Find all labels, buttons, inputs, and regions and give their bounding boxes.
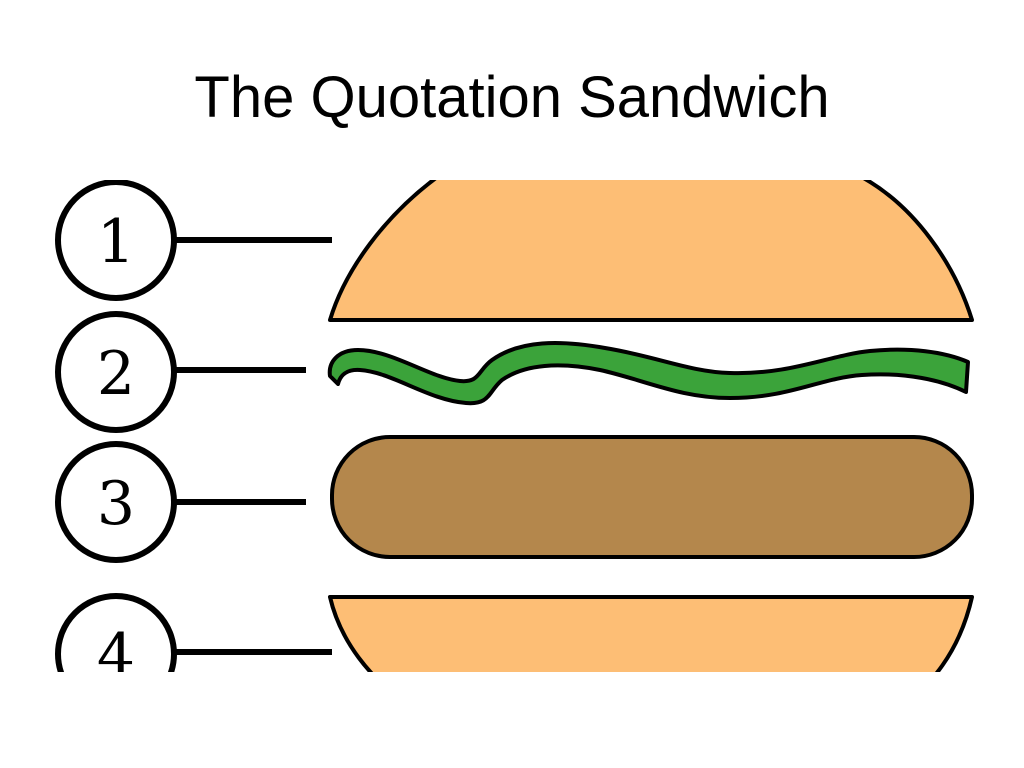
layer-marker-1: 1 [55,180,177,301]
lettuce [327,341,970,406]
number-circle-4 [55,593,177,672]
layer-marker-4: 4 [55,593,177,691]
number-circle-2 [55,311,177,433]
slide-title: The Quotation Sandwich [194,65,830,130]
patty [330,435,974,559]
layer-marker-2: 2 [55,311,177,433]
layer-number-1: 1 [97,207,135,277]
top-bun [328,180,974,322]
bottom-bun [328,595,974,672]
layer-number-4: 4 [97,621,135,691]
layer-marker-3: 3 [55,441,177,563]
layer-number-3: 3 [97,469,135,539]
number-circle-1 [55,180,177,301]
layer-number-2: 2 [97,339,135,409]
number-circle-3 [55,441,177,563]
